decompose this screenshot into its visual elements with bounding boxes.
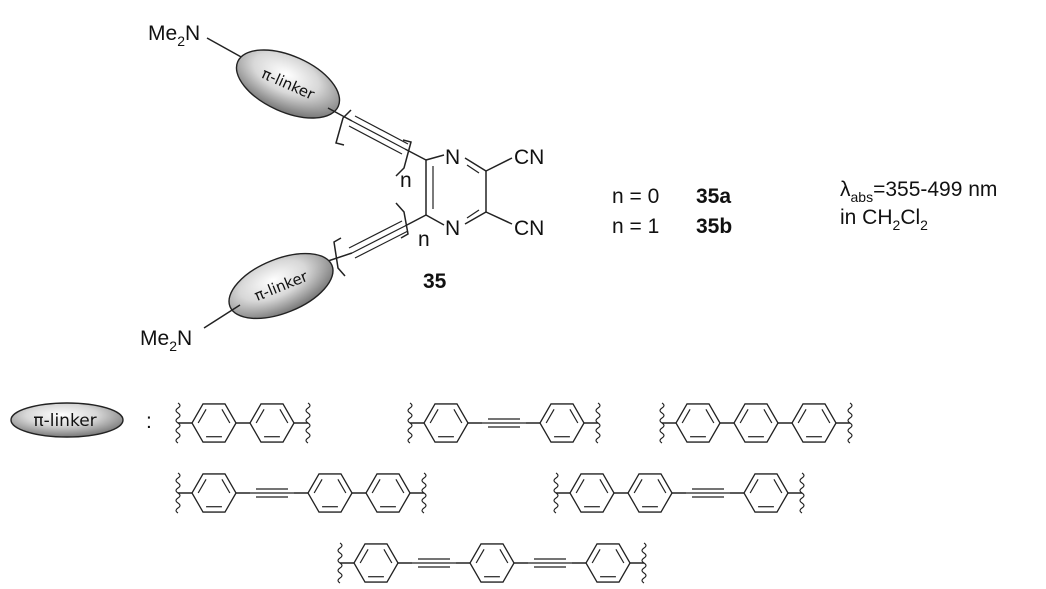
- alkyne-bottom-1: [351, 225, 406, 254]
- alkyne-triple-bond: [412, 558, 456, 568]
- pi-linker-oval-top: π-linker: [235, 49, 341, 119]
- cyano-group-top: CN: [514, 146, 544, 169]
- benzene-ring: [307, 473, 353, 513]
- wavy-bond-right: [421, 472, 427, 514]
- bond-cn-top: [485, 157, 513, 172]
- wavy-bond-right: [799, 472, 805, 514]
- benzene-ring: [365, 473, 411, 513]
- benzene-ring: [423, 403, 469, 443]
- variant-label-1: 35b: [696, 215, 732, 238]
- wavy-bond-right: [595, 402, 601, 444]
- pi-linker-oval-bottom: π-linker: [228, 252, 334, 320]
- pyrazine-ring: N N: [425, 146, 487, 240]
- variant-condition-0: n = 0: [612, 185, 659, 208]
- absorption-solvent: in CH2Cl2: [840, 206, 928, 233]
- variant-label-0: 35a: [696, 185, 731, 208]
- linker-terphenyl: [659, 402, 853, 444]
- bond-to-ring-top: [404, 148, 427, 161]
- benzene-ring: [191, 473, 237, 513]
- bond-to-ring-bottom: [404, 214, 427, 227]
- bond-linker-top: [327, 107, 353, 122]
- benzene-ring: [791, 403, 837, 443]
- linker-structures: [175, 402, 853, 584]
- bracket-right-top: [395, 139, 412, 177]
- linker-biphenyl: [175, 402, 311, 444]
- cyano-group-bottom: CN: [514, 217, 544, 240]
- benzene-ring: [539, 403, 585, 443]
- benzene-ring: [743, 473, 789, 513]
- benzene-ring: [585, 543, 631, 583]
- benzene-ring: [627, 473, 673, 513]
- alkyne-triple-bond: [482, 418, 526, 428]
- bracket-right-bottom: [395, 202, 409, 239]
- variant-condition-1: n = 1: [612, 215, 659, 238]
- repeat-n-bottom: n: [418, 228, 430, 251]
- wavy-bond-right: [847, 402, 853, 444]
- alkyne-top-2: [354, 115, 409, 145]
- alkyne-bottom-2: [348, 220, 403, 249]
- legend-linker-label: π-linker: [33, 411, 96, 431]
- linker-ring-alkyne-ring-alkyne-ring: [337, 542, 647, 584]
- alkyne-top-3: [348, 125, 403, 155]
- benzene-ring: [733, 403, 779, 443]
- benzene-ring: [569, 473, 615, 513]
- benzene-ring: [353, 543, 399, 583]
- compound-number: 35: [423, 270, 447, 293]
- benzene-ring: [675, 403, 721, 443]
- bracket-left-bottom: [333, 237, 346, 277]
- legend-separator: :: [146, 410, 152, 433]
- alkyne-triple-bond: [686, 488, 730, 498]
- linker-ring-alkyne-ring-ring: [175, 472, 427, 514]
- repeat-n-top: n: [400, 169, 412, 192]
- bond-nme2-bottom: [203, 304, 241, 329]
- ring-nitrogen-bottom: N: [445, 217, 460, 240]
- bond-cn-bottom: [485, 211, 513, 225]
- benzene-ring: [191, 403, 237, 443]
- bracket-left-top: [335, 109, 352, 146]
- wavy-bond-right: [305, 402, 311, 444]
- alkyne-triple-bond: [250, 488, 294, 498]
- alkyne-bottom-3: [354, 230, 409, 259]
- absorption-wavelength: λabs=355-499 nm: [840, 178, 997, 205]
- wavy-bond-right: [641, 542, 647, 584]
- linker-ring-ring-alkyne-ring: [553, 472, 805, 514]
- dimethylamino-top: Me2N: [148, 22, 200, 49]
- benzene-ring: [249, 403, 295, 443]
- me-text: Me: [148, 22, 177, 45]
- benzene-ring: [469, 543, 515, 583]
- pi-linker-legend-oval: π-linker: [10, 402, 124, 438]
- linker-tolane: [407, 402, 601, 444]
- ring-nitrogen-top: N: [445, 146, 460, 169]
- alkyne-triple-bond: [528, 558, 572, 568]
- dimethylamino-bottom: Me2N: [140, 327, 192, 354]
- alkyne-top-1: [351, 120, 406, 150]
